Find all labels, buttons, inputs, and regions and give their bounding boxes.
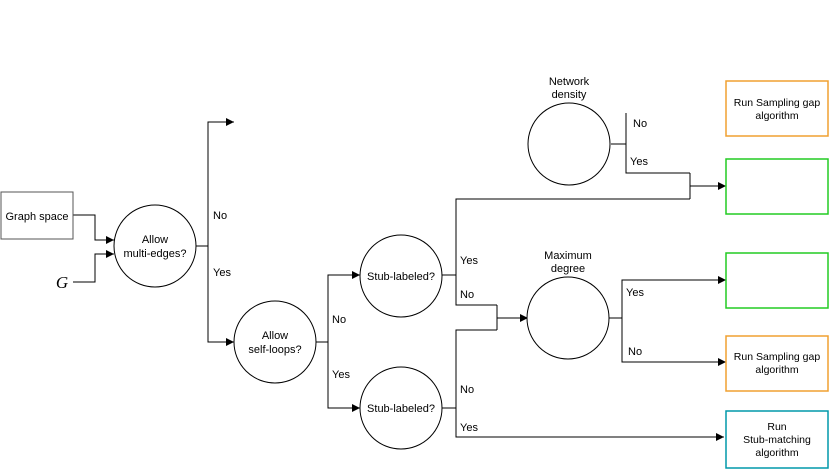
outcome-green-top bbox=[725, 158, 829, 215]
label-stub-top-no: No bbox=[460, 289, 474, 301]
edge-multi-yes bbox=[207, 246, 234, 346]
edge-stub-top-yes bbox=[455, 198, 690, 275]
allow-multi-edges-line1: Allow bbox=[142, 234, 168, 246]
g-symbol: G bbox=[56, 273, 68, 292]
outcome-sampling-gap-mid-box bbox=[725, 335, 829, 392]
edge-self-no bbox=[327, 271, 360, 342]
edge-self-yes bbox=[327, 342, 360, 412]
edge-density-yes bbox=[611, 143, 690, 174]
edge-stub-bottom-yes bbox=[455, 408, 724, 441]
label-stub-top-yes: Yes bbox=[460, 255, 478, 267]
allow-multi-edges-node: Allow multi-edges? bbox=[113, 204, 197, 288]
network-density-title-line2: density bbox=[552, 89, 587, 101]
stub-labeled-top-circle bbox=[359, 234, 443, 318]
edge-degree-no bbox=[621, 318, 726, 366]
stub-labeled-bottom-circle bbox=[359, 366, 443, 450]
edge-labels: No Yes No Yes Yes No No Yes No Yes Yes N… bbox=[213, 118, 648, 434]
maximum-degree-node: Maximum degree bbox=[526, 250, 610, 360]
outcome-green-mid-box bbox=[725, 252, 829, 309]
network-density-title-line1: Network bbox=[549, 76, 590, 88]
edge-g-to-multi bbox=[73, 250, 114, 283]
allow-multi-edges-circle bbox=[113, 204, 197, 288]
outcome-stub-matching-box bbox=[725, 410, 829, 469]
label-self-no: No bbox=[332, 314, 346, 326]
outcome-sampling-gap-top: Run Sampling gap algorithm bbox=[725, 80, 829, 137]
label-stub-bottom-no: No bbox=[460, 384, 474, 396]
allow-self-loops-line2: self-loops? bbox=[248, 344, 301, 356]
allow-self-loops-node: Allow self-loops? bbox=[233, 300, 317, 384]
edge-degree-yes bbox=[621, 276, 726, 318]
maximum-degree-title-line2: degree bbox=[551, 263, 585, 275]
outcome-stub-matching-line2: Stub-matching bbox=[743, 434, 811, 446]
label-degree-yes: Yes bbox=[626, 287, 644, 299]
outcome-sampling-gap-mid: Run Sampling gap algorithm bbox=[725, 335, 829, 392]
allow-self-loops-line1: Allow bbox=[262, 330, 288, 342]
outcome-stub-matching-line3: algorithm bbox=[755, 447, 798, 459]
label-multi-no: No bbox=[213, 210, 227, 222]
stub-labeled-bottom-node: Stub-labeled? bbox=[359, 366, 443, 450]
outcome-stub-matching: Run Stub-matching algorithm bbox=[725, 410, 829, 469]
network-density-node: Network density bbox=[527, 76, 611, 186]
graph-space-box bbox=[0, 191, 74, 240]
outcome-sampling-gap-mid-line1: Run Sampling gap bbox=[734, 351, 821, 363]
label-stub-bottom-yes: Yes bbox=[460, 422, 478, 434]
network-density-circle bbox=[527, 102, 611, 186]
allow-self-loops-circle bbox=[233, 300, 317, 384]
outcome-green-top-box bbox=[725, 158, 829, 215]
outcome-sampling-gap-top-box bbox=[725, 80, 829, 137]
outcome-stub-matching-line1: Run bbox=[767, 421, 786, 433]
edge-graph-space-to-multi bbox=[73, 214, 114, 244]
label-density-yes: Yes bbox=[630, 156, 648, 168]
outcome-sampling-gap-top-line2: algorithm bbox=[755, 110, 798, 122]
edge-stub-top-no bbox=[455, 275, 497, 306]
graph-space-node: Graph space bbox=[0, 191, 74, 240]
outcome-green-mid bbox=[725, 252, 829, 309]
label-density-no: No bbox=[633, 118, 647, 130]
maximum-degree-circle bbox=[526, 276, 610, 360]
outcome-sampling-gap-top-line1: Run Sampling gap bbox=[734, 97, 821, 109]
connectors bbox=[73, 113, 726, 441]
allow-multi-edges-line2: multi-edges? bbox=[124, 248, 187, 260]
maximum-degree-title-line1: Maximum bbox=[544, 250, 592, 262]
stub-labeled-top-label: Stub-labeled? bbox=[367, 271, 435, 283]
graph-space-label: Graph space bbox=[6, 211, 69, 223]
outcome-sampling-gap-mid-line2: algorithm bbox=[755, 364, 798, 376]
edge-stub-bottom-no bbox=[455, 329, 497, 408]
label-multi-yes: Yes bbox=[213, 267, 231, 279]
edge-multi-no bbox=[207, 118, 234, 246]
label-self-yes: Yes bbox=[332, 369, 350, 381]
label-degree-no: No bbox=[628, 346, 642, 358]
stub-labeled-top-node: Stub-labeled? bbox=[359, 234, 443, 318]
stub-labeled-bottom-label: Stub-labeled? bbox=[367, 403, 435, 415]
